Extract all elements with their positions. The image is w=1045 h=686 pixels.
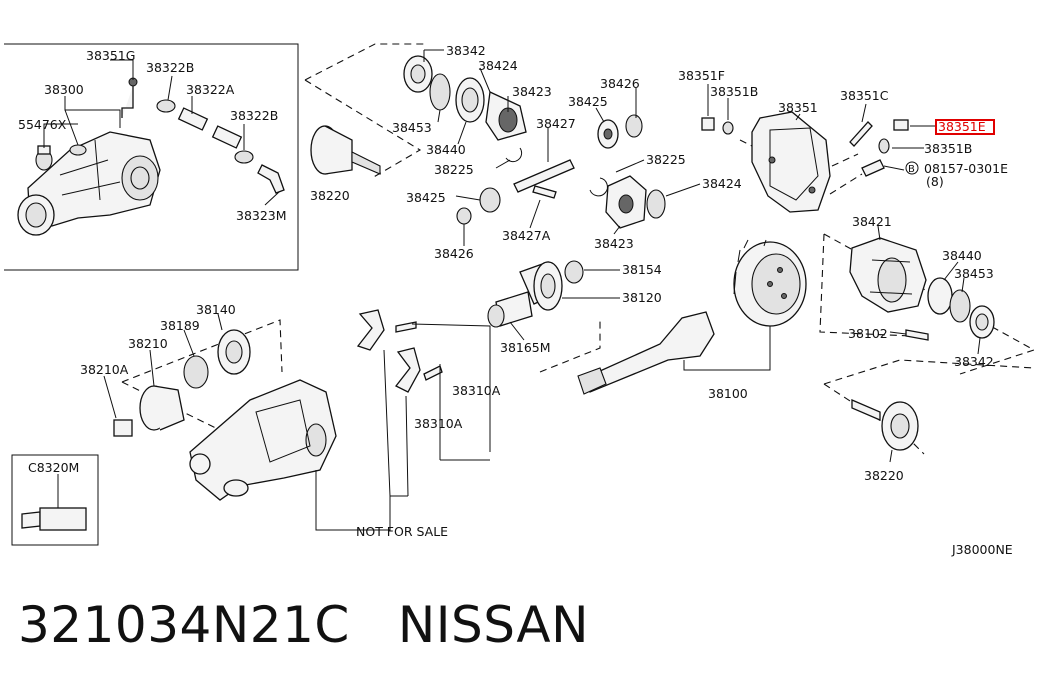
callout-38322B: 38322B — [146, 60, 194, 75]
callout-38425: 38425 — [406, 190, 446, 205]
callout-38310A: 38310A — [452, 383, 501, 398]
callout-38423: 38423 — [512, 84, 552, 99]
callout-38351B: 38351B — [710, 84, 758, 99]
callout-38225: 38225 — [434, 162, 474, 177]
brand-name: NISSAN — [397, 596, 589, 654]
callout-38351G: 38351G — [86, 48, 135, 63]
callout-38426: 38426 — [434, 246, 474, 261]
rear-flange-group: 38220 — [823, 359, 1035, 483]
callout-38220: 38220 — [864, 468, 904, 483]
callout-38165M: 38165M — [500, 340, 551, 355]
part-number: 321034N21C — [18, 596, 350, 654]
callout-38189: 38189 — [160, 318, 200, 333]
callout-38322B: 38322B — [230, 108, 278, 123]
callout-38100: 38100 — [708, 386, 748, 401]
callout-38453: 38453 — [954, 266, 994, 281]
callout-38426: 38426 — [600, 76, 640, 91]
inset-final-drive-assembly: 38351G 38322B 38300 38322A 55476X 38322B… — [4, 43, 299, 271]
callout-quantity: (8) — [926, 174, 944, 189]
callout-38310A: 38310A — [414, 416, 463, 431]
callout-38342: 38342 — [954, 354, 994, 369]
gear-set-group: 38100 — [577, 239, 807, 401]
callout-38120: 38120 — [622, 290, 662, 305]
callout-38154: 38154 — [622, 262, 662, 277]
callout-38210A: 38210A — [80, 362, 129, 377]
drive-pinion-drawing — [578, 311, 715, 393]
callout-55476X: 55476X — [18, 117, 67, 132]
callout-38102: 38102 — [848, 326, 888, 341]
callout-38427A: 38427A — [502, 228, 551, 243]
parts-diagram: 38351G 38322B 38300 38322A 55476X 38322B… — [4, 43, 1036, 557]
gear-carrier-group: 38310A 38310A NOT FOR SALE — [189, 309, 501, 539]
callout-38423: 38423 — [594, 236, 634, 251]
callout-38424: 38424 — [702, 176, 742, 191]
callout-38427: 38427 — [536, 116, 576, 131]
bolt-type-letter: B — [908, 164, 915, 175]
callout-08157-0301E: 08157-0301E — [924, 161, 1008, 176]
tool-inset: C8320M — [11, 454, 99, 546]
highlight-box — [935, 119, 995, 135]
callout-38424: 38424 — [478, 58, 518, 73]
footer-caption: 321034N21C NISSAN — [18, 596, 589, 666]
front-flange-group: 38140 38189 38210 38210A — [80, 302, 283, 437]
side-gear-group: 38342 38424 38423 38453 38440 38427 3822… — [304, 43, 576, 261]
callout-38425: 38425 — [568, 94, 608, 109]
callout-38323M: 38323M — [236, 208, 287, 223]
callout-38351E-highlighted[interactable]: 38351E — [938, 119, 986, 134]
callout-C8320M: C8320M — [28, 460, 79, 475]
not-for-sale-label: NOT FOR SALE — [356, 524, 448, 539]
callout-38322A: 38322A — [186, 82, 235, 97]
callout-38351B: 38351B — [924, 141, 972, 156]
callout-38421: 38421 — [852, 214, 892, 229]
pinion-bearing-group: 38154 38120 38165M — [487, 260, 662, 373]
callout-38351C: 38351C — [840, 88, 889, 103]
gear-carrier-drawing — [189, 379, 337, 501]
callout-38440: 38440 — [426, 142, 466, 157]
callout-38342: 38342 — [446, 43, 486, 58]
callout-38225: 38225 — [646, 152, 686, 167]
differential-case-group: 38421 38440 38453 38102 38342 — [819, 214, 1036, 375]
callout-38351: 38351 — [778, 100, 818, 115]
callout-38300: 38300 — [44, 82, 84, 97]
callout-38351F: 38351F — [678, 68, 725, 83]
rear-cover-group: 38351F 38351B 38351 38351C 38351E 38351B… — [678, 68, 1008, 213]
callout-38453: 38453 — [392, 120, 432, 135]
callout-38440: 38440 — [942, 248, 982, 263]
callout-38210: 38210 — [128, 336, 168, 351]
diagram-code: J38000NE — [951, 542, 1013, 557]
callout-38220: 38220 — [310, 188, 350, 203]
callout-38140: 38140 — [196, 302, 236, 317]
pinion-mate-group: 38426 38425 38225 38424 38423 — [568, 76, 742, 251]
